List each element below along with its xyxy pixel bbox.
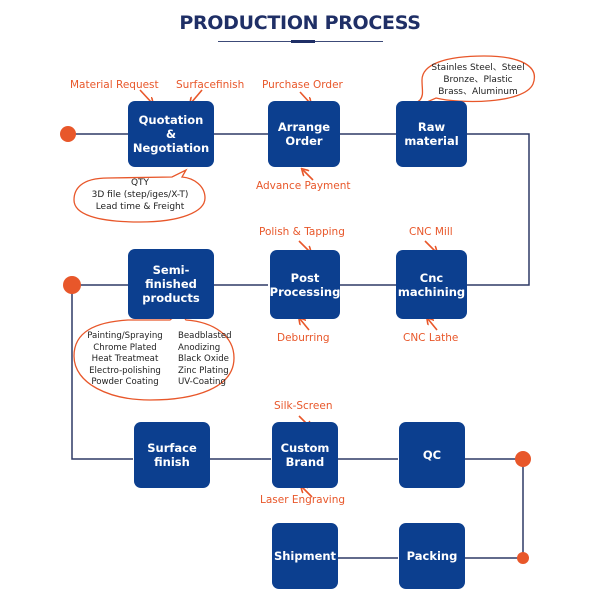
row2-dot (63, 276, 81, 294)
arrow-advance-payment (303, 170, 314, 181)
node-surface-finish: Surface finish (134, 422, 210, 488)
raw-material-callout-bubble (403, 55, 535, 113)
connector-row-1 (68, 133, 530, 286)
label-cnc-mill: CNC Mill (409, 226, 453, 238)
connector-row-3 (210, 458, 524, 559)
label-deburring: Deburring (277, 332, 330, 344)
node-post-processing: Post Processing (270, 250, 340, 319)
label-material-request: Material Request (70, 79, 159, 91)
finish-item: Powder Coating (91, 377, 159, 387)
end-dot (517, 552, 529, 564)
finish-item: Chrome Plated (93, 342, 157, 353)
finish-item: Painting/Spraying (87, 331, 163, 341)
label-polish-tapping: Polish & Tapping (259, 226, 345, 238)
finish-item: Zinc Plating (178, 365, 229, 376)
node-packing: Packing (399, 523, 465, 589)
finish-item: Black Oxide (178, 354, 229, 364)
node-semi-finished-products: Semi-finished products (128, 249, 214, 319)
arrow-surfacefinish (191, 89, 203, 103)
page-title: PRODUCTION PROCESS (179, 12, 421, 34)
arrow-material-request (139, 89, 152, 103)
label-cnc-lathe: CNC Lathe (403, 332, 459, 344)
quotation-callout-bubble (73, 168, 206, 223)
semi-finished-callout-bubble (73, 311, 235, 401)
finish-item: UV-Coating (178, 377, 226, 387)
finishes-list: Painting/Spraying Beadblasted Chrome Pla… (76, 331, 248, 389)
node-qc: QC (399, 422, 465, 488)
node-arrange-order: Arrange Order (268, 101, 340, 167)
label-laser-engraving: Laser Engraving (260, 494, 346, 506)
label-surfacefinish: Surfacefinish (176, 79, 245, 91)
row3-dot (515, 451, 531, 467)
arrow-cnc-lathe (428, 319, 438, 331)
node-custom-brand: Custom Brand (272, 422, 338, 488)
connector-row-2 (71, 284, 396, 460)
node-cnc-machining: Cnc machining (396, 250, 467, 319)
arrow-deburring (300, 319, 310, 331)
label-purchase-order: Purchase Order (262, 79, 343, 91)
node-quotation-negotiation: Quotation & Negotiation (128, 101, 214, 167)
finish-item: Electro-polishing (89, 365, 161, 376)
node-shipment: Shipment (272, 523, 338, 589)
title-underline-accent (291, 40, 315, 43)
node-raw-material: Raw material (396, 101, 467, 167)
finish-item: Heat Treatmeat (91, 354, 159, 364)
label-advance-payment: Advance Payment (256, 180, 351, 192)
raw-materials-note: Stainles Steel、Steel Bronze、Plastic Bras… (431, 63, 525, 97)
finish-item: Beadblasted (178, 331, 232, 341)
label-silk-screen: Silk-Screen (274, 400, 333, 412)
arrow-laser-engraving (302, 487, 313, 498)
start-dot (60, 126, 76, 142)
quotation-details-note: QTY 3D file (step/iges/X-T) Lead time & … (91, 178, 189, 212)
finish-item: Anodizing (178, 342, 221, 353)
